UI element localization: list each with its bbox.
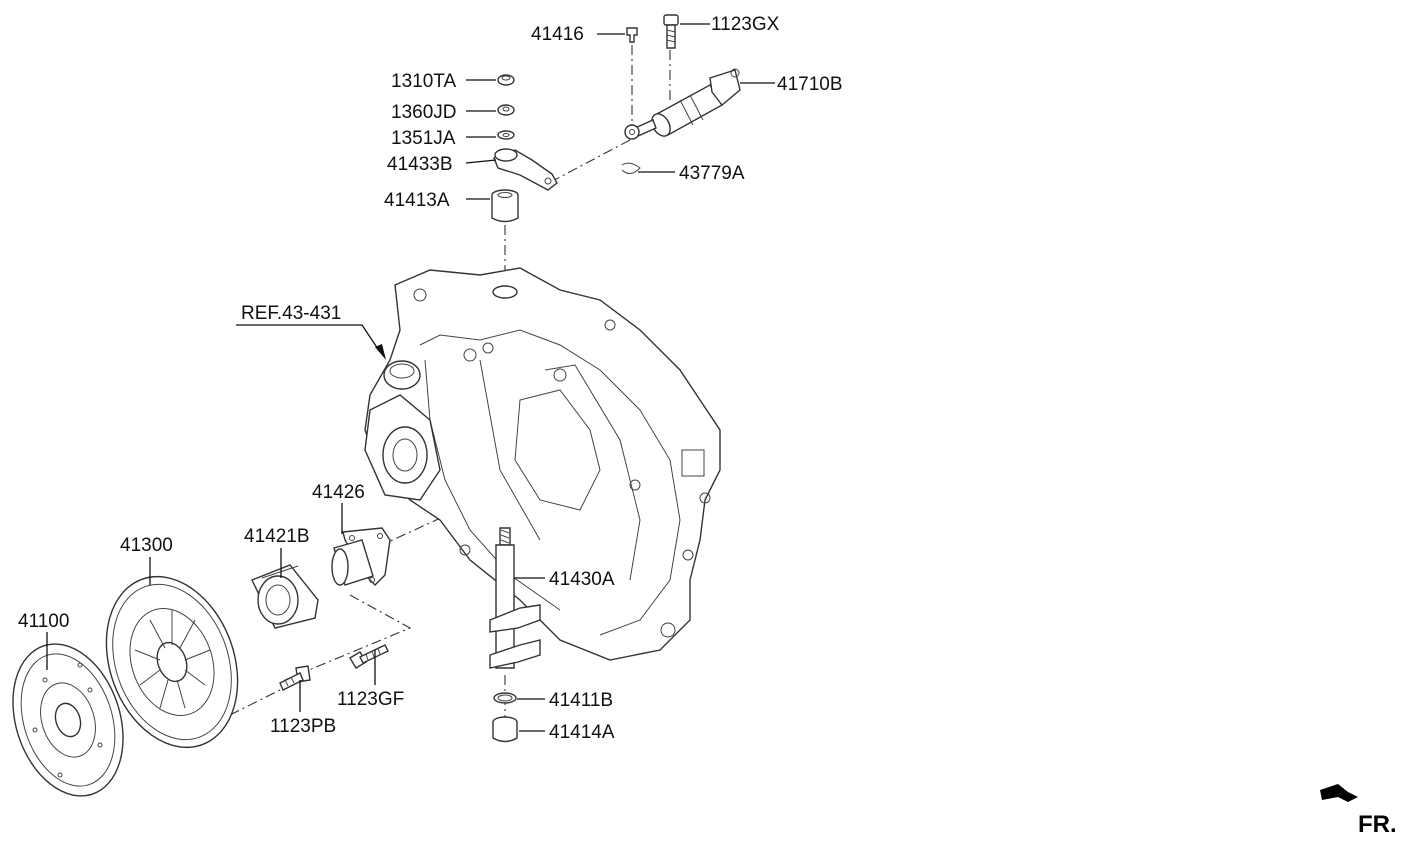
bushing-41413A-part <box>491 189 519 223</box>
pin-41416-part <box>626 27 638 43</box>
leader-lines <box>46 23 775 732</box>
o-ring-41411B-part <box>493 692 517 704</box>
label-41411B: 41411B <box>549 690 613 711</box>
label-43779A: 43779A <box>679 163 745 184</box>
clutch-cover-41300-part <box>105 575 239 749</box>
nut-1310TA-part <box>497 74 515 86</box>
fork-shaft-41430A-part <box>489 527 541 669</box>
clip-43779A-part <box>621 162 641 174</box>
label-1123GX: 1123GX <box>711 14 780 35</box>
label-41416: 41416 <box>531 24 584 45</box>
label-ref-43-431: REF.43-431 <box>241 303 341 324</box>
washer-1360JD-part <box>497 104 515 116</box>
label-41100: 41100 <box>18 611 69 632</box>
slave-cylinder-41710B-part <box>624 68 741 140</box>
label-41414A: 41414A <box>549 722 615 743</box>
release-sleeve-41426-part <box>331 527 391 586</box>
bolt-1123PB-part <box>279 665 311 691</box>
release-bearing-41421B-part <box>251 564 319 629</box>
bushing-41414A-part <box>492 716 518 743</box>
label-1360JD: 1360JD <box>391 102 457 123</box>
front-direction-arrow-icon <box>1320 784 1358 802</box>
label-41426: 41426 <box>312 482 365 503</box>
label-1123GF: 1123GF <box>337 689 404 710</box>
part-labels: 41416 1123GX 1310TA 41710B 1360JD 1351JA… <box>18 14 1397 838</box>
label-41430A: 41430A <box>549 569 615 590</box>
transaxle-housing <box>364 267 721 661</box>
label-1123PB: 1123PB <box>270 716 336 737</box>
lever-41433B-part <box>493 148 558 191</box>
label-front: FR. <box>1358 811 1397 838</box>
ref-pointer <box>236 324 386 360</box>
label-41421B: 41421B <box>244 526 310 547</box>
label-41413A: 41413A <box>384 190 450 211</box>
bolt-1123GF-part <box>349 644 389 669</box>
washer-1351JA-part <box>497 130 515 140</box>
bolt-1123GX-part <box>663 14 679 49</box>
label-41433B: 41433B <box>387 154 453 175</box>
label-1351JA: 1351JA <box>391 128 456 149</box>
label-41300: 41300 <box>120 535 173 556</box>
label-41710B: 41710B <box>777 74 843 95</box>
label-1310TA: 1310TA <box>391 71 456 92</box>
